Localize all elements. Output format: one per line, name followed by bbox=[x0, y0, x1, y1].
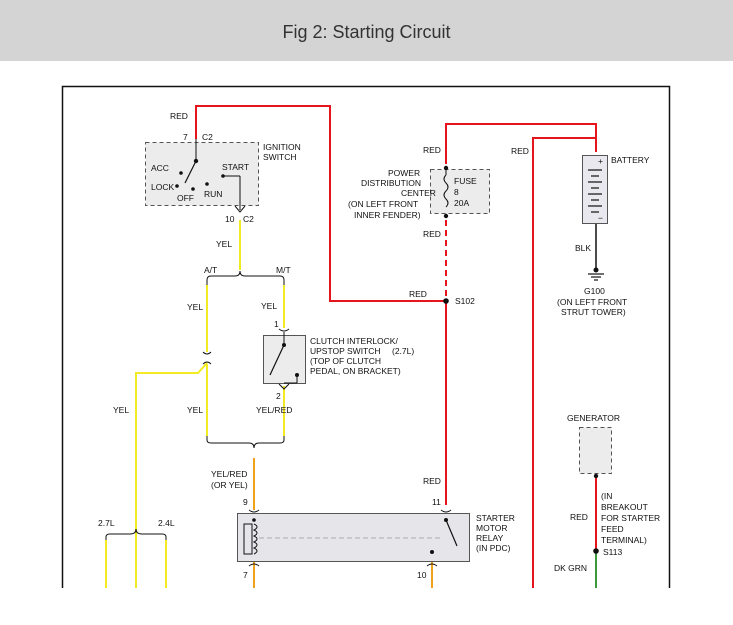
fuse-label: FUSE bbox=[454, 176, 477, 186]
clutch-interlock-switch bbox=[263, 328, 306, 390]
splice-wire-down-label: RED bbox=[423, 476, 441, 486]
starter-motor-relay bbox=[237, 509, 470, 567]
clutch-wire-bottom-label: YEL/RED bbox=[256, 405, 292, 415]
clutch-pin-top: 1 bbox=[274, 319, 279, 329]
branch-at-label: A/T bbox=[204, 265, 217, 275]
splice-wire-label: RED bbox=[409, 289, 427, 299]
generator-wire-out-label: DK GRN bbox=[554, 563, 587, 573]
relay-label-line3: RELAY bbox=[476, 533, 504, 543]
ignition-acc-label: ACC bbox=[151, 163, 169, 173]
branch-mt-label: M/T bbox=[276, 265, 291, 275]
ignition-run-label: RUN bbox=[204, 189, 222, 199]
relay-pin-7: 7 bbox=[243, 570, 248, 580]
ground-location-line1: (ON LEFT FRONT bbox=[557, 297, 627, 307]
fuse-number: 8 bbox=[454, 187, 459, 197]
battery-label: BATTERY bbox=[611, 155, 650, 165]
pdc-label-line1: POWER bbox=[388, 168, 420, 178]
battery-minus-sign: − bbox=[598, 213, 603, 223]
ground-wire-label: BLK bbox=[575, 243, 591, 253]
engine-27-label: 2.7L bbox=[98, 518, 115, 528]
pdc-label-line3: CENTER bbox=[401, 188, 436, 198]
wire-crossover bbox=[202, 351, 212, 365]
bottom-crop-mask bbox=[0, 588, 733, 625]
ignition-pin-top: 7 bbox=[183, 132, 188, 142]
splice-s113-label: S113 bbox=[603, 547, 622, 557]
wire-yel-left-label: YEL bbox=[187, 302, 203, 312]
ignition-lock-label: LOCK bbox=[151, 182, 174, 192]
ignition-switch bbox=[145, 139, 259, 213]
ground-location-line2: STRUT TOWER) bbox=[561, 307, 626, 317]
generator-note-line1: (IN bbox=[601, 491, 612, 501]
generator-note-line3: FOR STARTER bbox=[601, 513, 660, 523]
pdc-wire-in-label: RED bbox=[423, 145, 441, 155]
ignition-off-label: OFF bbox=[177, 193, 194, 203]
wire-yel-lower-left-label: YEL bbox=[113, 405, 129, 415]
relay-label-line4: (IN PDC) bbox=[476, 543, 511, 553]
figure-title: Fig 2: Starting Circuit bbox=[282, 22, 451, 42]
pdc-label-line4: (ON LEFT FRONT bbox=[348, 199, 418, 209]
generator-wire-label: RED bbox=[570, 512, 588, 522]
ignition-wire-top-label: RED bbox=[170, 111, 188, 121]
ignition-conn-top: C2 bbox=[202, 132, 213, 142]
ignition-wire-bottom-label: YEL bbox=[216, 239, 232, 249]
generator-note-line5: TERMINAL) bbox=[601, 535, 647, 545]
generator-label: GENERATOR bbox=[567, 413, 620, 423]
relay-label-line2: MOTOR bbox=[476, 523, 507, 533]
engine-24-label: 2.4L bbox=[158, 518, 175, 528]
clutch-label-line1: CLUTCH INTERLOCK/ bbox=[310, 336, 398, 346]
relay-feed-wire-label: YEL/RED bbox=[211, 469, 247, 479]
ground-name-label: G100 bbox=[584, 286, 605, 296]
clutch-label-line3: (TOP OF CLUTCH bbox=[310, 356, 381, 366]
red-wires bbox=[195, 105, 597, 600]
battery-wire-label: RED bbox=[511, 146, 529, 156]
clutch-label-line4: PEDAL, ON BRACKET) bbox=[310, 366, 401, 376]
generator-note-line4: FEED bbox=[601, 524, 624, 534]
ignition-conn-bottom: C2 bbox=[243, 214, 254, 224]
clutch-engine-label: (2.7L) bbox=[392, 346, 414, 356]
relay-pin-11: 11 bbox=[432, 497, 441, 507]
ignition-pin-bottom: 10 bbox=[225, 214, 235, 224]
fuse-rating: 20A bbox=[454, 198, 469, 208]
ground-symbol-icon bbox=[588, 267, 604, 281]
diagram-frame bbox=[61, 85, 671, 625]
generator-note-line2: BREAKOUT bbox=[601, 502, 648, 512]
ignition-name-line1: IGNITION bbox=[263, 142, 301, 152]
relay-label-line1: STARTER bbox=[476, 513, 515, 523]
splice-s102-dot bbox=[443, 298, 449, 304]
pdc-wire-out-label: RED bbox=[423, 229, 441, 239]
power-distribution-center bbox=[430, 165, 490, 219]
splice-s102-label: S102 bbox=[455, 296, 475, 306]
generator bbox=[579, 427, 612, 479]
battery bbox=[582, 155, 608, 224]
relay-pin-9: 9 bbox=[243, 497, 248, 507]
wire-yel-mid-label: YEL bbox=[187, 405, 203, 415]
ignition-start-label: START bbox=[222, 162, 249, 172]
wire-yel-right-label: YEL bbox=[261, 301, 277, 311]
clutch-label-line2: UPSTOP SWITCH bbox=[310, 346, 381, 356]
pdc-label-line2: DISTRIBUTION bbox=[361, 178, 421, 188]
ignition-name-line2: SWITCH bbox=[263, 152, 297, 162]
relay-pin-10: 10 bbox=[417, 570, 427, 580]
figure-header: Fig 2: Starting Circuit bbox=[0, 0, 733, 61]
branch-brackets bbox=[105, 270, 285, 540]
pdc-label-line5: INNER FENDER) bbox=[354, 210, 421, 220]
clutch-pin-bottom: 2 bbox=[276, 391, 281, 401]
splice-s113-dot bbox=[593, 548, 599, 554]
relay-feed-wire-alt-label: (OR YEL) bbox=[211, 480, 248, 490]
battery-plus-sign: + bbox=[598, 156, 603, 166]
